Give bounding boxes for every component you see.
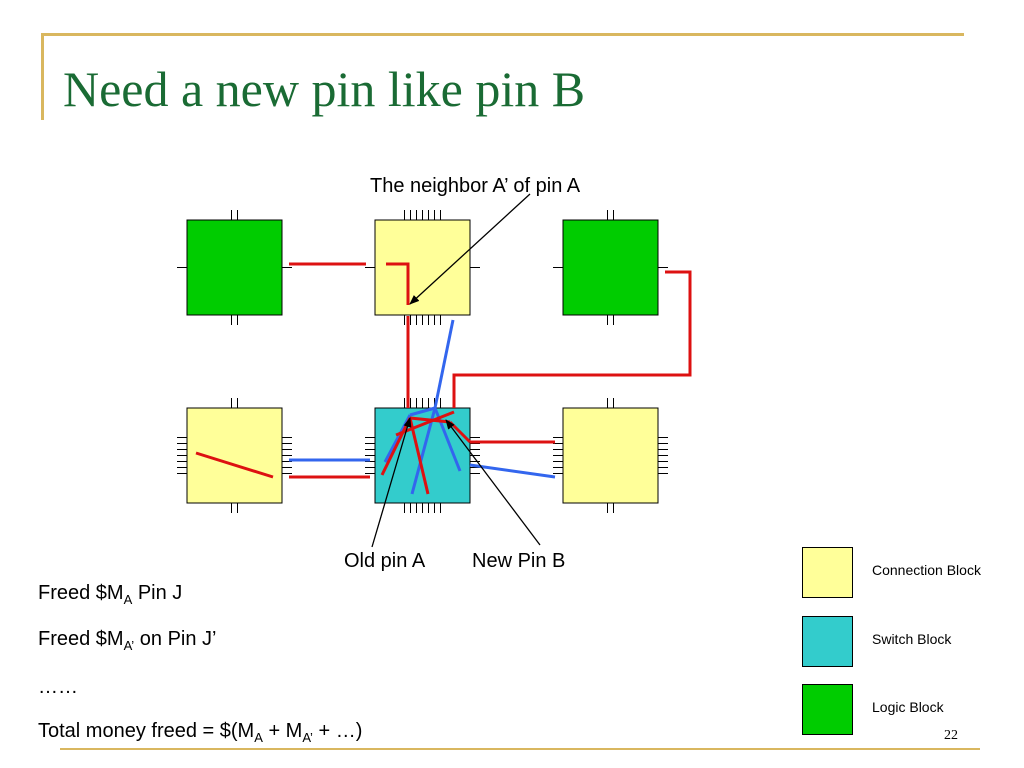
new-pin-annotation: New Pin B [472,550,565,572]
title-accent-horizontal [41,33,964,36]
red-wire [452,270,692,408]
ellipsis-line: …… [38,676,78,698]
freed-ma-prime-line: Freed $MA’ on Pin J’ [38,628,217,653]
old-pin-annotation: Old pin A [344,550,426,572]
logic-block [562,219,659,316]
legend-swatch-switch-block [802,616,853,667]
red-wire [386,262,410,305]
legend-label-logic-block: Logic Block [872,699,944,715]
legend-swatch-connection-block [802,547,853,598]
page-number: 22 [944,728,958,743]
blue-wire [433,319,455,409]
title-accent-vertical [41,33,44,120]
footer-rule [60,748,980,750]
blue-wire [469,463,556,479]
arrow-to-old-pin-a [371,417,412,548]
legend-label-switch-block: Switch Block [872,631,952,647]
connection-block [562,407,659,504]
connection-block [374,219,471,316]
arrow-to-neighbor [409,193,531,305]
total-money-line: Total money freed = $(MA + MA’ + …) [38,720,363,745]
slide-title: Need a new pin like pin B [63,61,586,117]
red-wire [195,451,274,479]
blue-wire [409,406,436,417]
red-wire [408,417,430,495]
logic-block [186,219,283,316]
neighbor-annotation: The neighbor A’ of pin A [370,175,581,197]
arrow-to-new-pin-b [445,419,541,546]
legend-swatch-logic-block [802,684,853,735]
arrows [371,193,541,548]
blocks [186,219,659,504]
freed-ma-line: Freed $MA Pin J [38,582,183,607]
legend-label-connection-block: Connection Block [872,562,981,578]
